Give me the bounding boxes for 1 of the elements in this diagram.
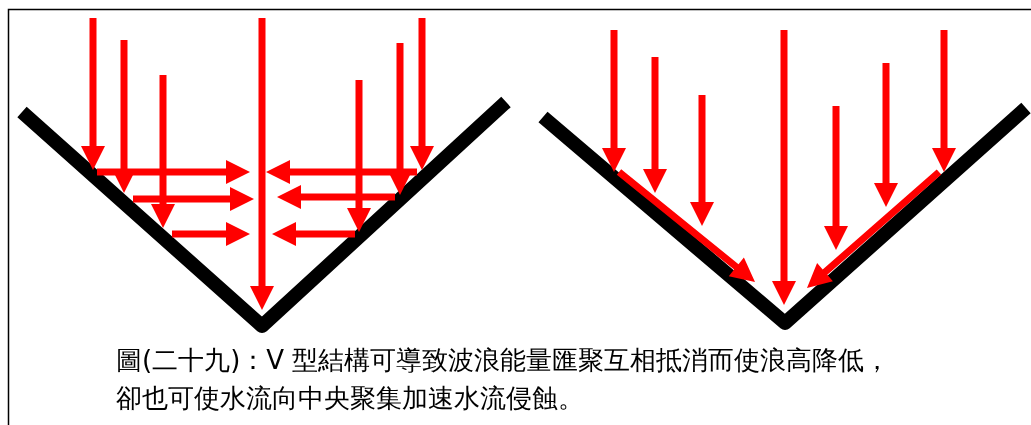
figure-caption: 圖(二十九)：V 型結構可導致波浪能量匯聚互相抵消而使浪高降低，卻也可使水流向中央聚集加速水流侵蝕。	[116, 344, 892, 415]
